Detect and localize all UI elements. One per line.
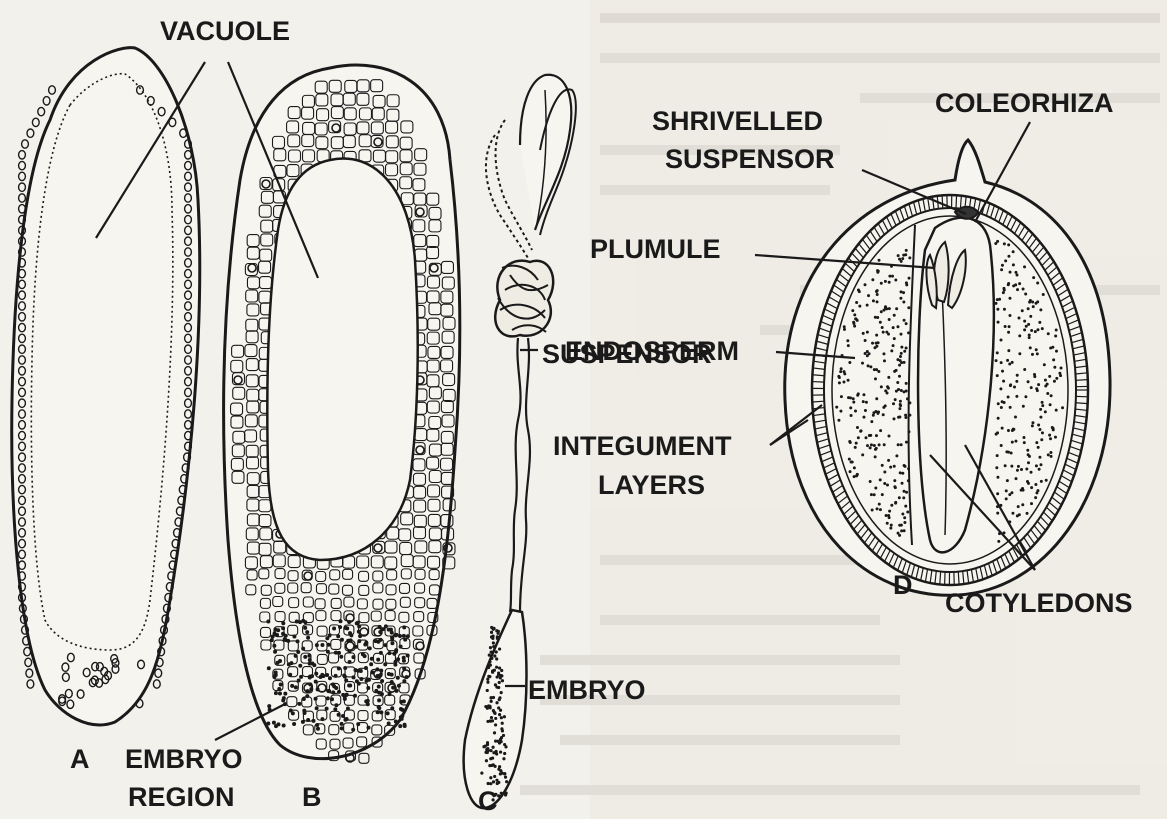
- panel-a-outline: [12, 48, 200, 725]
- panel-letter-a: A: [70, 744, 90, 774]
- label-shrivelled-line2: SUSPENSOR: [665, 144, 835, 174]
- label-integument-line1: INTEGUMENT: [553, 431, 732, 461]
- label-shrivelled-line1: SHRIVELLED: [652, 106, 823, 136]
- panel-letter-d: D: [893, 570, 913, 600]
- label-vacuole: VACUOLE: [160, 16, 290, 46]
- panel-b-vacuole: [267, 158, 417, 560]
- panel-letter-c: C: [478, 786, 498, 816]
- label-cotyledons: COTYLEDONS: [945, 588, 1133, 618]
- panel-letter-b: B: [302, 782, 322, 812]
- panel-a-proembryo: [12, 48, 200, 725]
- label-coleorhiza: COLEORHIZA: [935, 88, 1114, 118]
- label-endosperm: ENDOSPERM: [565, 336, 739, 366]
- label-embryo-region-line1: EMBRYO: [125, 744, 243, 774]
- label-integument-line2: LAYERS: [598, 470, 705, 500]
- label-embryo-region-line2: REGION: [128, 782, 235, 812]
- panel-c-embryo-body: [464, 610, 527, 808]
- label-embryo: EMBRYO: [528, 675, 646, 705]
- label-plumule: PLUMULE: [590, 234, 721, 264]
- panel-b-embryo: [224, 65, 460, 763]
